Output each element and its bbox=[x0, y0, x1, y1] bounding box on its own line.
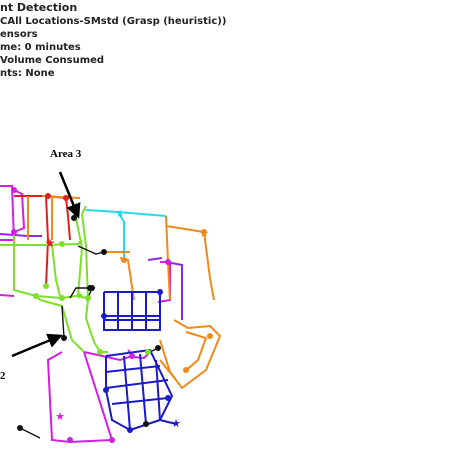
report-line-volume: Volume Consumed bbox=[0, 55, 105, 66]
star-marker-icon: ★ bbox=[171, 417, 181, 430]
star-marker-icon: ★ bbox=[45, 236, 56, 250]
area-2-label: 2 bbox=[0, 370, 6, 382]
area-3-label: Area 3 bbox=[50, 148, 82, 160]
cyan-pipes bbox=[85, 209, 167, 260]
service-lines bbox=[19, 205, 159, 439]
blue-pipes bbox=[103, 291, 177, 432]
report-line-events: nts: None bbox=[0, 68, 55, 79]
star-marker-icon: ★ bbox=[55, 410, 65, 423]
green-pipes bbox=[0, 205, 108, 353]
star-marker-icon: ★ bbox=[199, 227, 209, 240]
purple-pipes bbox=[0, 233, 183, 320]
report-line-sensors: ensors bbox=[0, 29, 38, 40]
star-marker-icon: ★ bbox=[115, 207, 125, 220]
annotation-arrows bbox=[11, 171, 81, 358]
report-line-locations: CAll Locations-SMstd (Grasp (heuristic)) bbox=[0, 16, 227, 27]
arrow-icon bbox=[58, 171, 81, 219]
star-marker-icon: ★ bbox=[76, 291, 85, 302]
star-markers: ★ ★ ★ ★ ★ ★ bbox=[45, 207, 209, 430]
report-title: nt Detection bbox=[0, 1, 78, 14]
arrow-icon bbox=[11, 333, 63, 358]
orange-pipes bbox=[27, 195, 222, 390]
report-line-time: me: 0 minutes bbox=[0, 42, 81, 53]
